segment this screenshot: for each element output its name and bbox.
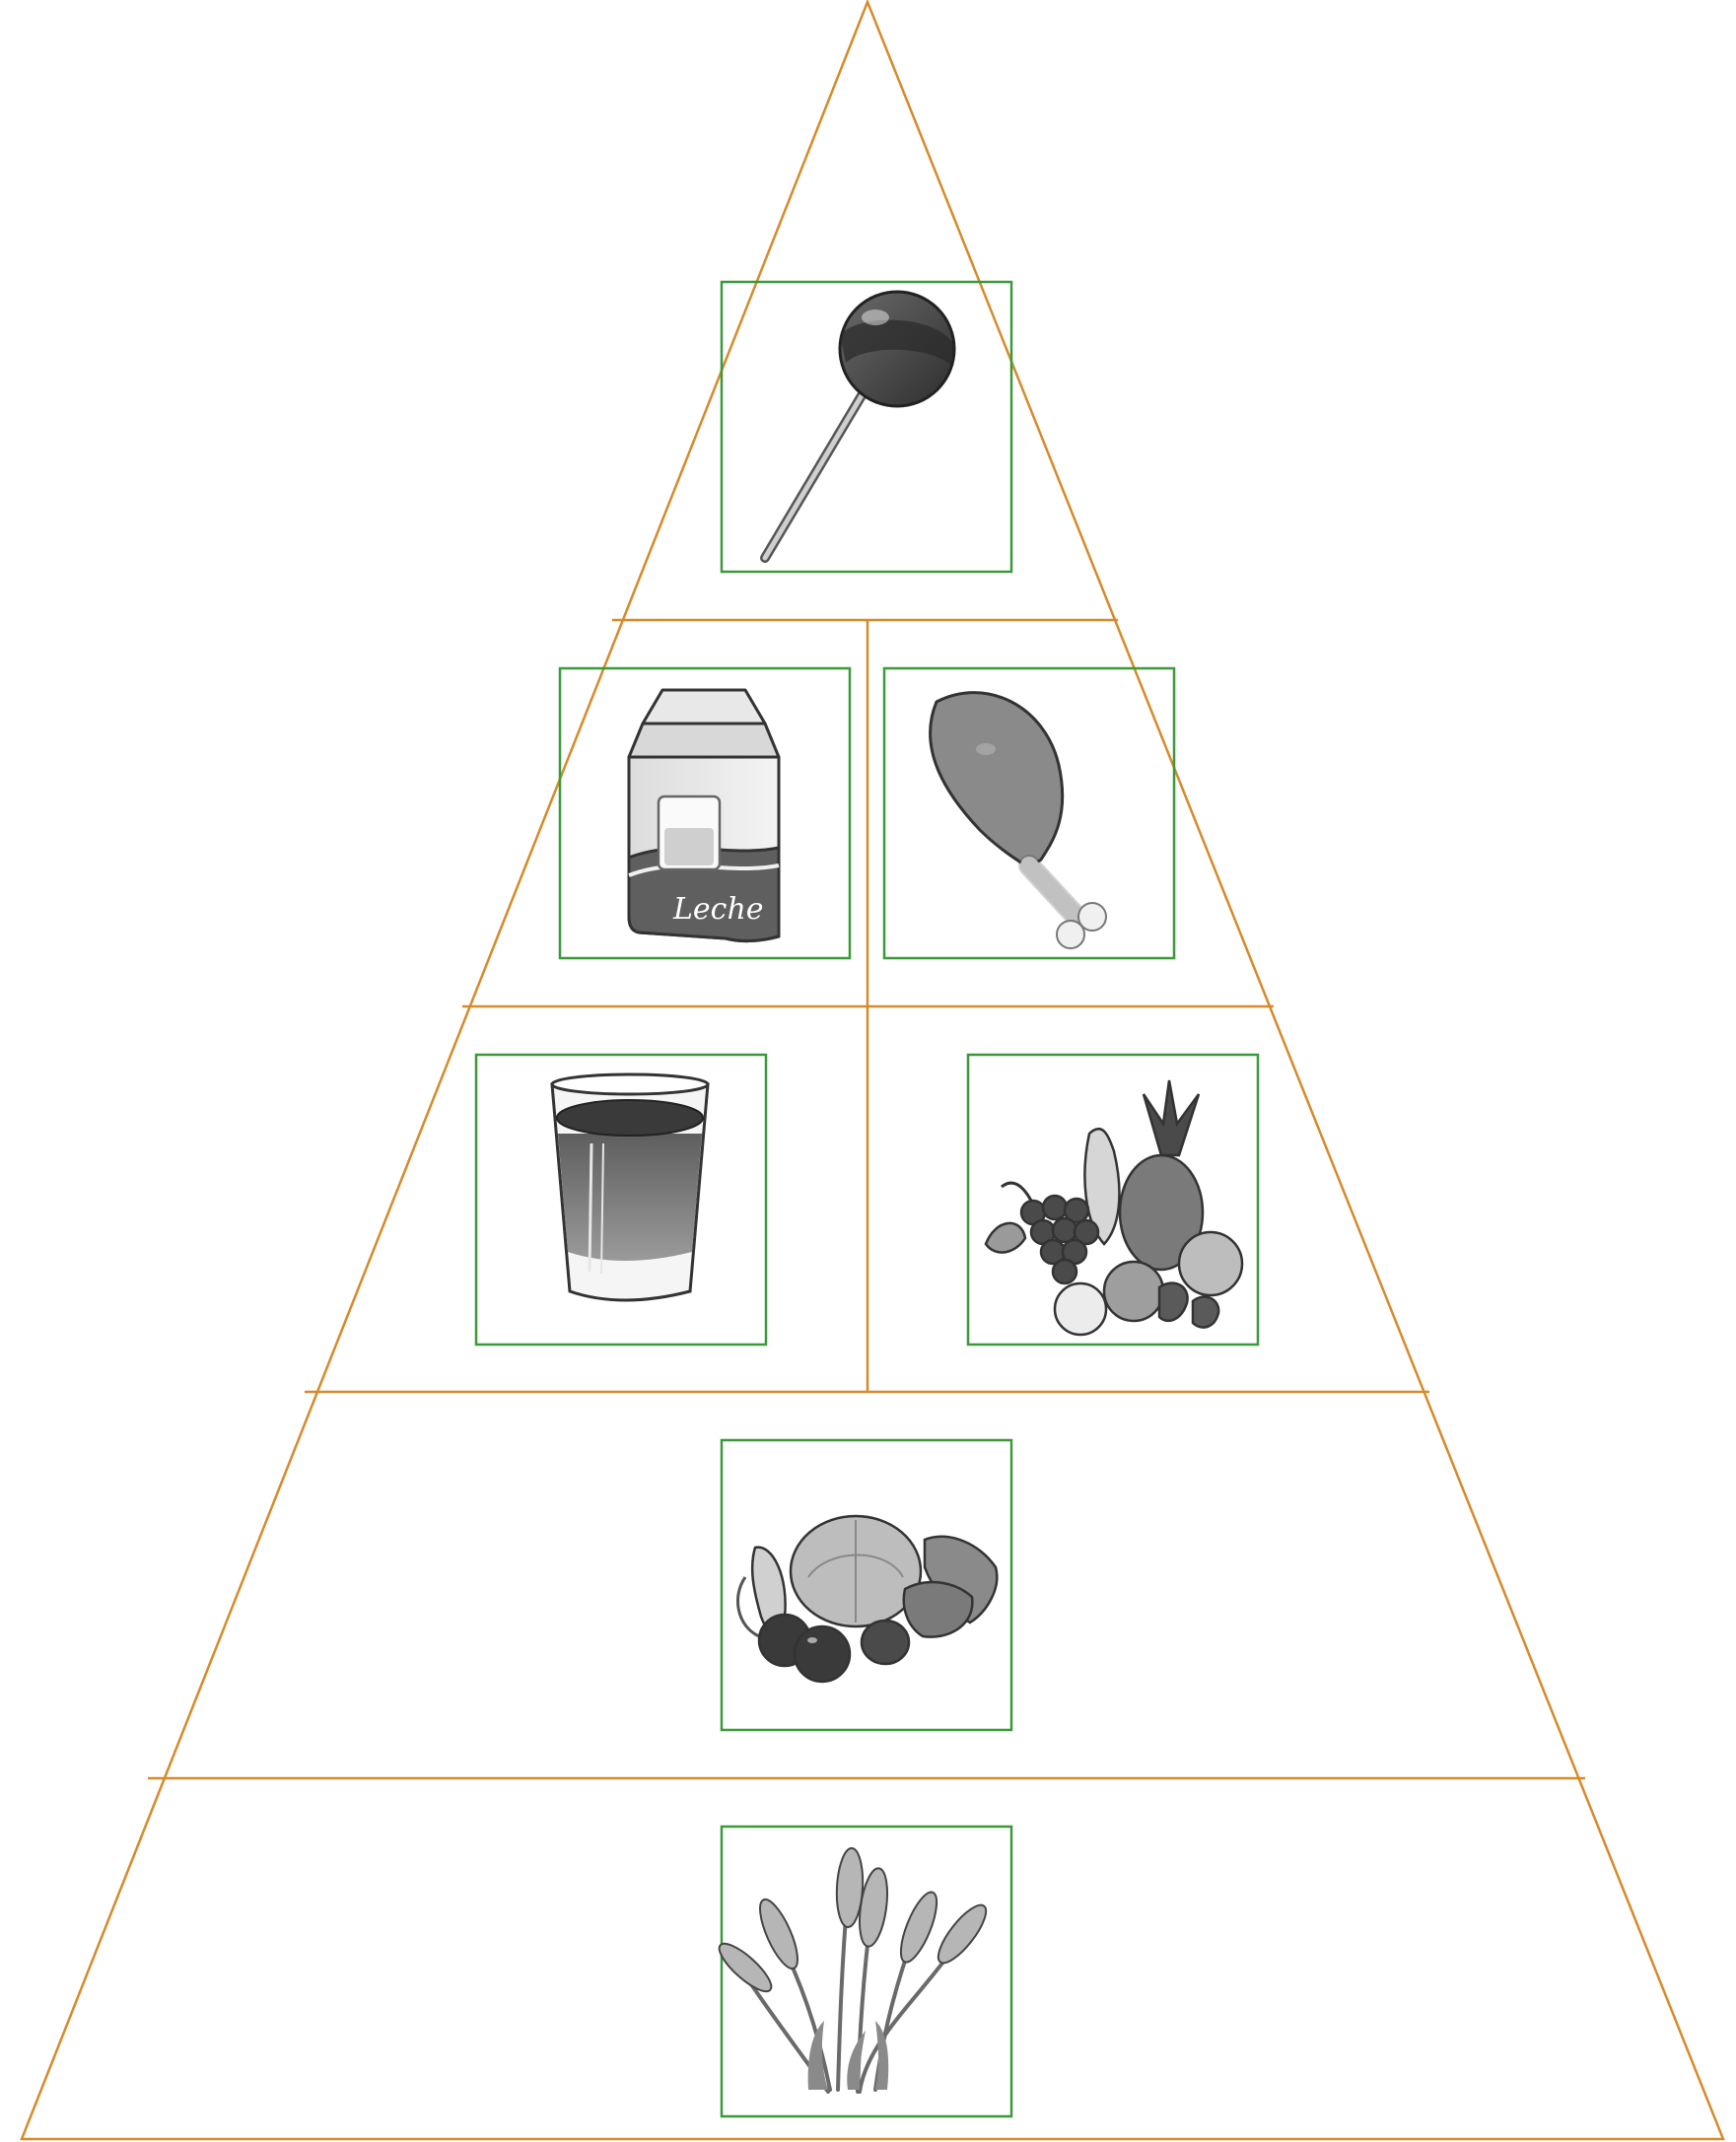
frame-lollipop <box>720 280 1013 574</box>
glass-of-water-icon <box>550 1072 710 1302</box>
pyramid-triangle <box>20 0 1725 2141</box>
pyramid-outline <box>20 0 1725 2141</box>
lollipop-icon <box>760 290 956 563</box>
frame-vegetables <box>720 1438 1013 1732</box>
wheat-icon <box>718 1847 988 2094</box>
vegetables-icon <box>736 1514 999 1684</box>
frame-water <box>474 1053 768 1347</box>
fruits-icon <box>984 1079 1244 1337</box>
frame-wheat <box>720 1825 1013 2118</box>
frame-chicken <box>882 666 1176 960</box>
milk-carton-icon: Leche <box>627 688 781 943</box>
frame-fruits <box>966 1053 1260 1347</box>
frame-milk <box>558 666 852 960</box>
milk-carton-label: Leche <box>672 892 764 927</box>
chicken-leg-icon <box>929 691 1107 949</box>
